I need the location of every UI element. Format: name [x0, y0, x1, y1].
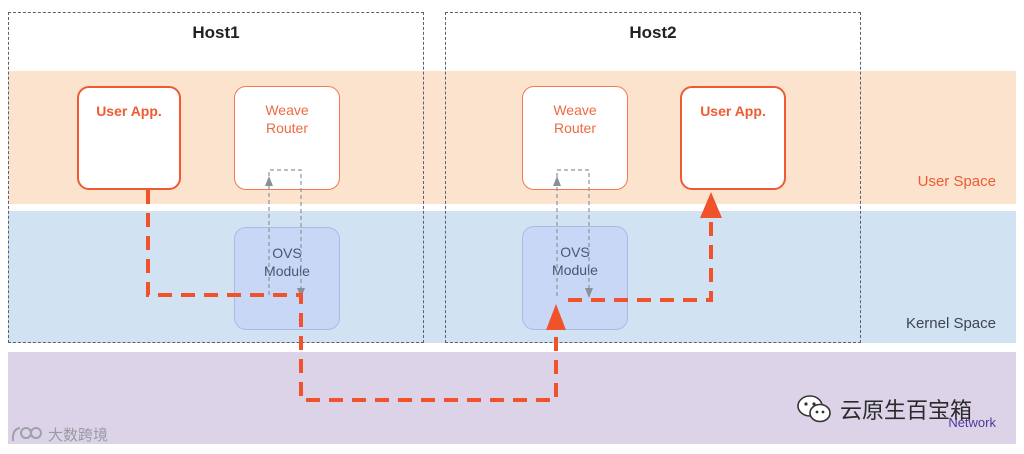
kernel-space-label: Kernel Space [905, 315, 996, 332]
kernel-space-band: Kernel Space [8, 211, 1016, 343]
watermark-left-text: 大数跨境 [48, 427, 109, 444]
host2-loop-arrow-up [553, 176, 561, 186]
wechat-icon [797, 395, 831, 423]
host1-loop-arrow-up [265, 176, 273, 186]
host1-user-app: User App. [77, 86, 181, 190]
host1-weave-router-line1: Weave [265, 102, 309, 118]
host2-ovs-line2: Module [552, 262, 598, 278]
host2-frame: Host2 [445, 12, 861, 343]
host1-frame: Host1 [8, 12, 424, 343]
host1-user-app-label: User App. [96, 103, 162, 119]
watermark-left: 大数跨境 [10, 424, 108, 445]
host2-weave-router-line2: Router [553, 120, 597, 136]
host1-weave-router-line2: Router [265, 120, 309, 136]
packet-path-host2 [568, 215, 713, 302]
host2-ovs-line1: OVS [560, 244, 590, 260]
user-space-label: User Space [917, 173, 996, 190]
watermark-right-text: 云原生百宝箱 [840, 398, 973, 423]
packet-path [146, 190, 558, 402]
host2-user-app: User App. [680, 86, 786, 190]
host2-ovs-module: OVS Module [522, 226, 628, 330]
host2-internal-loop [556, 169, 590, 297]
watermark-right: 云原生百宝箱 [796, 393, 972, 425]
watermark-logo-icon [11, 426, 42, 441]
host1-ovs-line1: OVS [272, 245, 302, 261]
host2-weave-router: Weave Router [522, 86, 628, 190]
host2-title: Host2 [629, 23, 677, 42]
host2-user-app-label: User App. [700, 103, 766, 119]
host2-loop-arrow-down [585, 288, 593, 298]
host1-title: Host1 [192, 23, 240, 42]
host2-weave-router-line1: Weave [553, 102, 597, 118]
host1-ovs-module: OVS Module [234, 227, 340, 330]
host1-weave-router: Weave Router [234, 86, 340, 190]
network-label: Network [948, 415, 996, 430]
network-band: Network [8, 352, 1016, 444]
host1-internal-loop [268, 169, 302, 297]
arrow-into-user-app [700, 192, 722, 218]
host1-ovs-line2: Module [264, 263, 310, 279]
arrow-into-ovs [546, 304, 566, 330]
